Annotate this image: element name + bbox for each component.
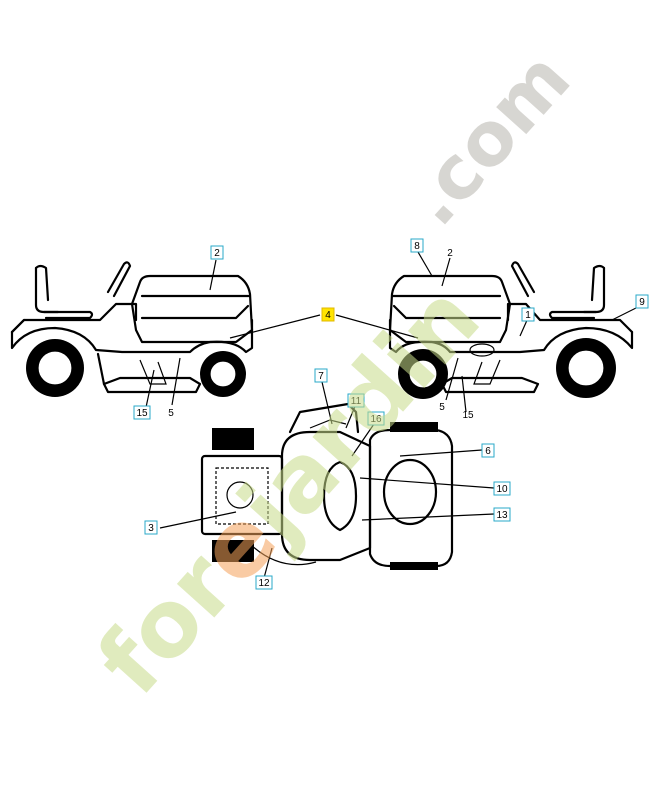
callout-15-right: 15 bbox=[462, 410, 474, 421]
callout-7: 7 bbox=[314, 368, 328, 383]
svg-text:6: 6 bbox=[485, 446, 491, 457]
svg-text:.com: .com bbox=[389, 36, 587, 242]
svg-text:2: 2 bbox=[214, 248, 220, 259]
top-right-wheel-top bbox=[390, 422, 438, 432]
callout-15-left: 15 bbox=[133, 405, 151, 420]
svg-text:9: 9 bbox=[639, 297, 645, 308]
svg-text:11: 11 bbox=[351, 396, 362, 407]
svg-text:7: 7 bbox=[318, 371, 324, 382]
callout-13: 13 bbox=[493, 507, 511, 522]
callout-6: 6 bbox=[481, 443, 495, 458]
svg-text:15: 15 bbox=[136, 408, 148, 419]
left-hood bbox=[130, 274, 254, 344]
svg-text:12: 12 bbox=[258, 578, 270, 589]
svg-text:8: 8 bbox=[414, 241, 420, 252]
top-left-rear-wheel bbox=[212, 540, 254, 562]
left-tractor-side-view bbox=[10, 261, 254, 397]
callout-11: 11 bbox=[347, 393, 365, 408]
leader-lines bbox=[144, 251, 641, 579]
svg-text:3: 3 bbox=[148, 523, 154, 534]
svg-text:jardin: jardin bbox=[216, 265, 500, 564]
top-rear-seat bbox=[382, 458, 438, 526]
svg-text:16: 16 bbox=[370, 414, 382, 425]
svg-text:2: 2 bbox=[447, 248, 453, 259]
callout-12: 12 bbox=[255, 575, 273, 590]
svg-text:5: 5 bbox=[439, 402, 445, 413]
callout-4[interactable]: 4 bbox=[321, 307, 335, 322]
callout-5-left: 5 bbox=[168, 408, 174, 419]
top-left-front-wheel bbox=[212, 428, 254, 450]
tractor-top-view bbox=[200, 402, 454, 570]
svg-text:10: 10 bbox=[496, 484, 508, 495]
svg-text:4: 4 bbox=[325, 310, 331, 321]
callouts: 2 4 15 5 8 2 9 1 5 15 bbox=[133, 238, 649, 590]
callout-5-right: 5 bbox=[439, 402, 445, 413]
svg-text:1: 1 bbox=[525, 310, 531, 321]
callout-16: 16 bbox=[367, 411, 385, 426]
svg-text:13: 13 bbox=[496, 510, 508, 521]
callout-2-left: 2 bbox=[210, 245, 224, 260]
left-steering-wheel bbox=[106, 261, 132, 298]
svg-text:15: 15 bbox=[462, 410, 474, 421]
callout-8: 8 bbox=[410, 238, 424, 253]
right-mower-deck bbox=[440, 376, 540, 394]
callout-2-right: 2 bbox=[447, 248, 453, 259]
callout-10: 10 bbox=[493, 481, 511, 496]
callout-9: 9 bbox=[635, 294, 649, 309]
callout-3: 3 bbox=[144, 520, 158, 535]
right-steering-wheel bbox=[510, 261, 536, 298]
top-rear-body bbox=[368, 428, 454, 568]
top-seat bbox=[322, 460, 358, 532]
left-mower-deck bbox=[102, 376, 202, 394]
callout-1: 1 bbox=[521, 307, 535, 322]
right-hood bbox=[388, 274, 512, 344]
svg-text:5: 5 bbox=[168, 408, 174, 419]
right-tractor-side-view bbox=[388, 261, 634, 399]
